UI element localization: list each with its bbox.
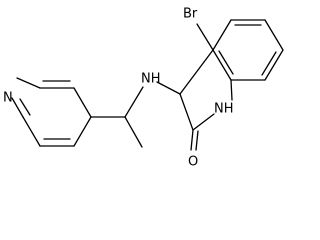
bond xyxy=(179,49,214,95)
bond xyxy=(11,97,24,118)
bond xyxy=(16,77,41,89)
bond xyxy=(212,19,232,51)
lactam-ring xyxy=(179,49,233,131)
bond xyxy=(73,87,92,118)
bond xyxy=(179,93,194,131)
carbonyl-bond-second xyxy=(195,130,199,151)
carbonyl-bond xyxy=(190,129,194,151)
bond xyxy=(192,113,215,131)
chemical-structure-diagram: Br NH O NH xyxy=(3,7,284,170)
c-br-bond xyxy=(196,23,214,51)
bond xyxy=(230,79,233,101)
benzene-ring xyxy=(212,19,284,81)
molecule-drawing: Br NH O NH xyxy=(3,7,284,170)
bond xyxy=(212,49,232,81)
double-bond-inner xyxy=(19,98,31,116)
lactam-nh-label: NH xyxy=(214,102,234,117)
bond xyxy=(264,19,284,51)
double-bond-inner xyxy=(218,50,234,75)
nh-ch-bond xyxy=(124,86,144,118)
double-bond-inner xyxy=(261,51,277,76)
ch-methyl-bond xyxy=(124,116,143,148)
pyridine-nitrogen-label: N xyxy=(3,91,13,106)
bond xyxy=(22,116,41,147)
pyridine-ring xyxy=(11,77,92,147)
c3-nh-bond xyxy=(156,81,181,95)
bond xyxy=(73,116,92,147)
bromine-label: Br xyxy=(183,7,198,22)
bond xyxy=(264,49,284,81)
amine-nh-label: NH xyxy=(141,72,161,87)
carbonyl-oxygen-label: O xyxy=(188,155,198,170)
